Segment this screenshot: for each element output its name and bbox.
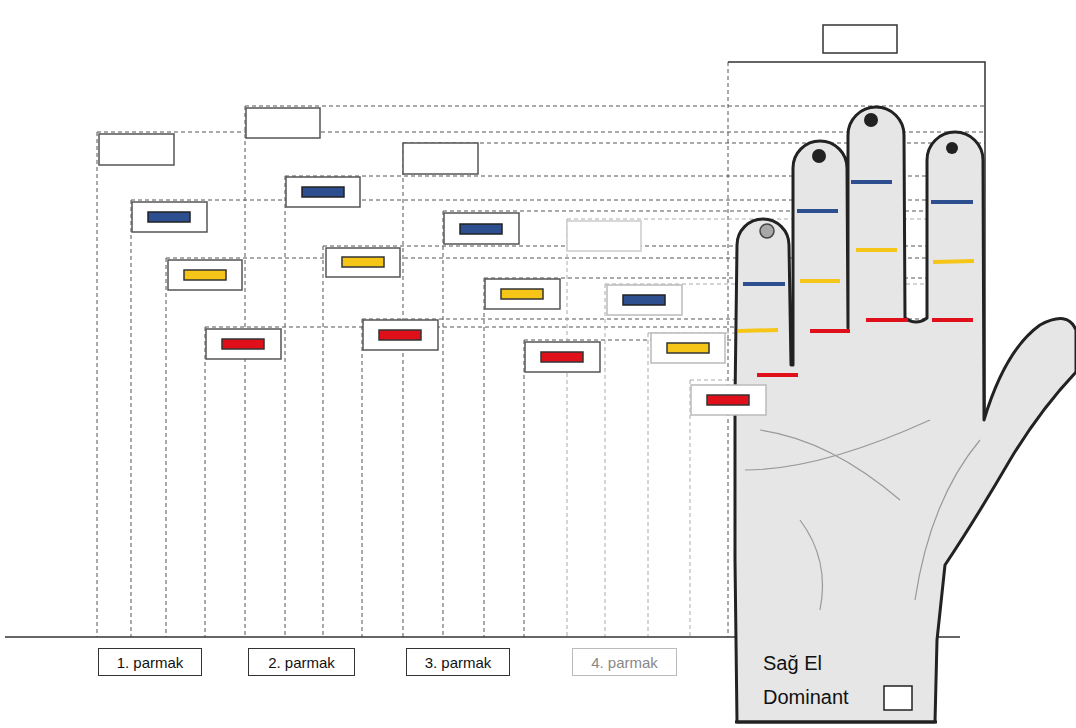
crease-line [760,430,900,500]
finger-label-box: 3. parmak [406,648,510,676]
finger-label: 2. parmak [268,654,335,671]
yellow-mark [738,330,778,331]
palm-creases [745,420,980,610]
empty-box [286,177,360,207]
empty-box [363,320,438,350]
empty-box [444,213,519,244]
crease-line [800,520,823,610]
red-mark [866,318,908,322]
yellow-bar [342,257,384,267]
yellow-bar [184,270,226,280]
red-bar [222,339,264,349]
yellow-mark [800,279,840,283]
guide-line [97,62,728,637]
empty-box [99,134,174,165]
finger-marks [738,182,974,375]
hand-label: Sağ El [763,652,822,675]
checkbox [884,686,912,710]
wrist-base [735,721,937,724]
blue-mark [851,180,892,184]
red-mark [810,329,850,333]
red-mark [932,318,973,322]
fingertip-dot [812,149,826,163]
finger-label-box: 4. parmak [572,648,677,676]
finger-label-box: 1. parmak [98,648,202,676]
fingertip-dot [946,142,958,154]
empty-box [403,143,478,174]
empty-box [485,279,560,309]
empty-box [132,202,207,232]
blue-bar [148,212,190,222]
finger-label: 3. parmak [425,654,492,671]
yellow-mark [933,261,974,262]
red-bar [379,330,421,340]
empty-box [607,285,682,315]
blue-bar [302,187,344,197]
empty-box [206,329,281,359]
empty-box [326,248,400,277]
empty-box [525,342,600,372]
fingertip-dot [864,113,878,127]
blue-bar [623,295,665,305]
box-group [99,108,725,372]
blue-mark [797,209,838,213]
finger-label-box: 2. parmak [248,648,355,676]
empty-box [567,221,641,251]
red-bar [707,395,749,405]
empty-box [651,333,725,363]
finger-label: 1. parmak [117,654,184,671]
blue-bar [460,224,502,234]
empty-box [823,25,897,53]
red-box [691,385,766,415]
red-mark [757,373,798,377]
finger-label: 4. parmak [591,654,658,671]
crease-line [915,440,980,600]
hand-label: Dominant [763,686,849,709]
yellow-bar [667,343,709,353]
blue-mark [743,282,785,286]
empty-box [246,108,320,138]
fingertip-dot [760,224,774,238]
blue-mark [931,200,973,204]
yellow-bar [501,289,543,299]
red-bar [541,352,583,362]
crease-line [745,420,930,470]
empty-box [168,260,242,290]
yellow-mark [856,248,897,252]
hand-outline [735,107,1076,722]
